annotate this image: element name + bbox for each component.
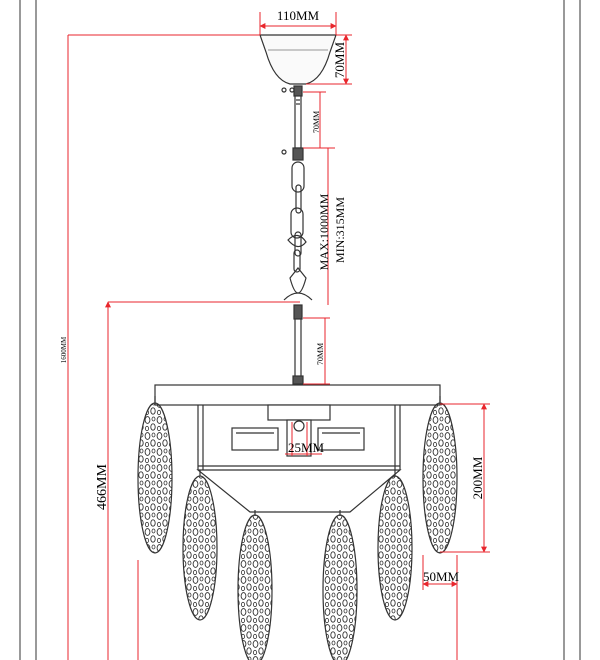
label-chain-max: MAX:1000MM — [317, 193, 331, 270]
label-leaf-length: 200MM — [470, 456, 485, 499]
drawing-frame — [19, 0, 581, 660]
label-canopy-height: 70MM — [332, 42, 347, 79]
leaf-left — [182, 470, 218, 621]
leaf-inner-right — [322, 510, 358, 660]
leaf-far-left — [137, 396, 173, 554]
label-socket-diameter: 25MM — [288, 440, 325, 455]
label-canopy-width: 110MM — [277, 8, 320, 23]
dimension-lines — [67, 12, 490, 660]
label-overall-height: 1600MM — [60, 336, 68, 363]
leaf-far-right — [422, 396, 458, 554]
leaf-inner-left — [237, 510, 273, 660]
label-rod-upper: 70MM — [312, 111, 321, 133]
canopy-screws — [281, 87, 295, 93]
label-chain-min: MIN:315MM — [333, 197, 347, 263]
upper-rod — [281, 85, 304, 161]
lower-rod — [292, 304, 304, 385]
hanging-leaves — [137, 396, 458, 660]
chain — [283, 161, 313, 301]
leaf-right — [377, 470, 413, 621]
top-plate — [154, 384, 441, 406]
label-leaf-width: 50MM — [423, 569, 460, 584]
label-rod-lower: 70MM — [316, 343, 325, 365]
socket-assembly — [231, 404, 365, 457]
label-body-height: 466MM — [95, 464, 110, 510]
chandelier-fixture — [137, 34, 458, 660]
ceiling-canopy — [259, 34, 337, 85]
lower-bowl — [196, 469, 402, 513]
dimension-labels: 110MM 70MM 70MM MAX:1000MM MIN:315MM 70M… — [60, 8, 485, 584]
